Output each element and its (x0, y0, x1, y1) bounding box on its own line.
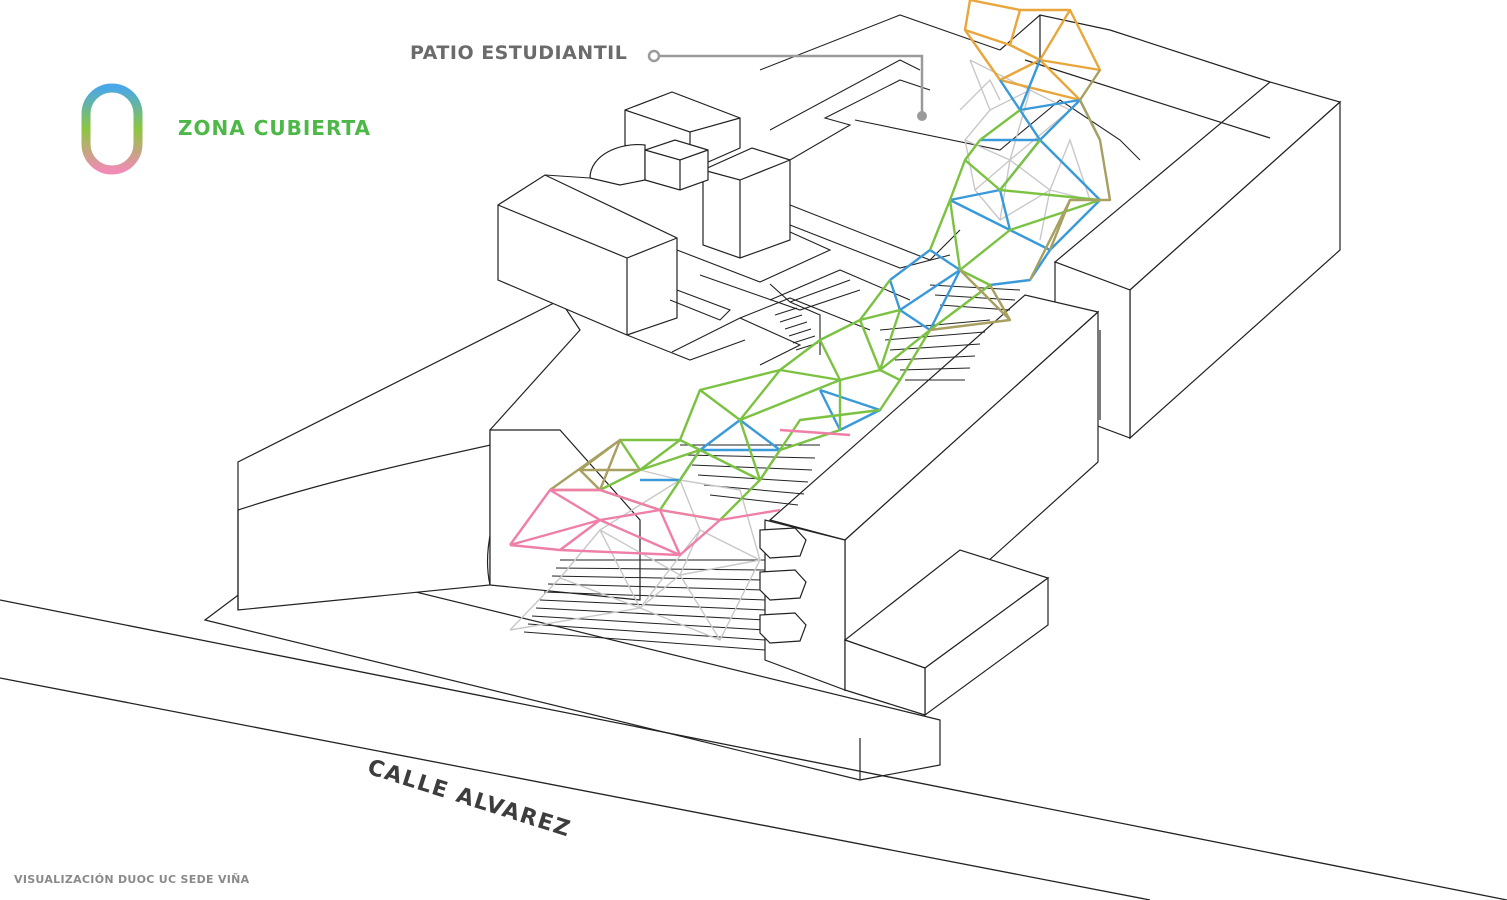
balconies (759, 527, 807, 644)
street (0, 599, 1507, 900)
legend-label: ZONA CUBIERTA (178, 116, 372, 140)
patio-leader-line (647, 49, 927, 121)
left-wing-building (237, 299, 641, 611)
legend-zero-icon (81, 83, 143, 175)
credit-footer: VISUALIZACIÓN DUOC UC SEDE VIÑA (14, 873, 250, 886)
mesh-canopy (509, 0, 1112, 557)
right-low-building (843, 549, 1050, 717)
mesh-shadow (509, 59, 1092, 641)
main-stairs (523, 284, 1021, 651)
courtyard-paths (544, 14, 1141, 366)
upper-left-blocks (497, 91, 791, 336)
patio-label: PATIO ESTUDIANTIL (410, 42, 628, 64)
